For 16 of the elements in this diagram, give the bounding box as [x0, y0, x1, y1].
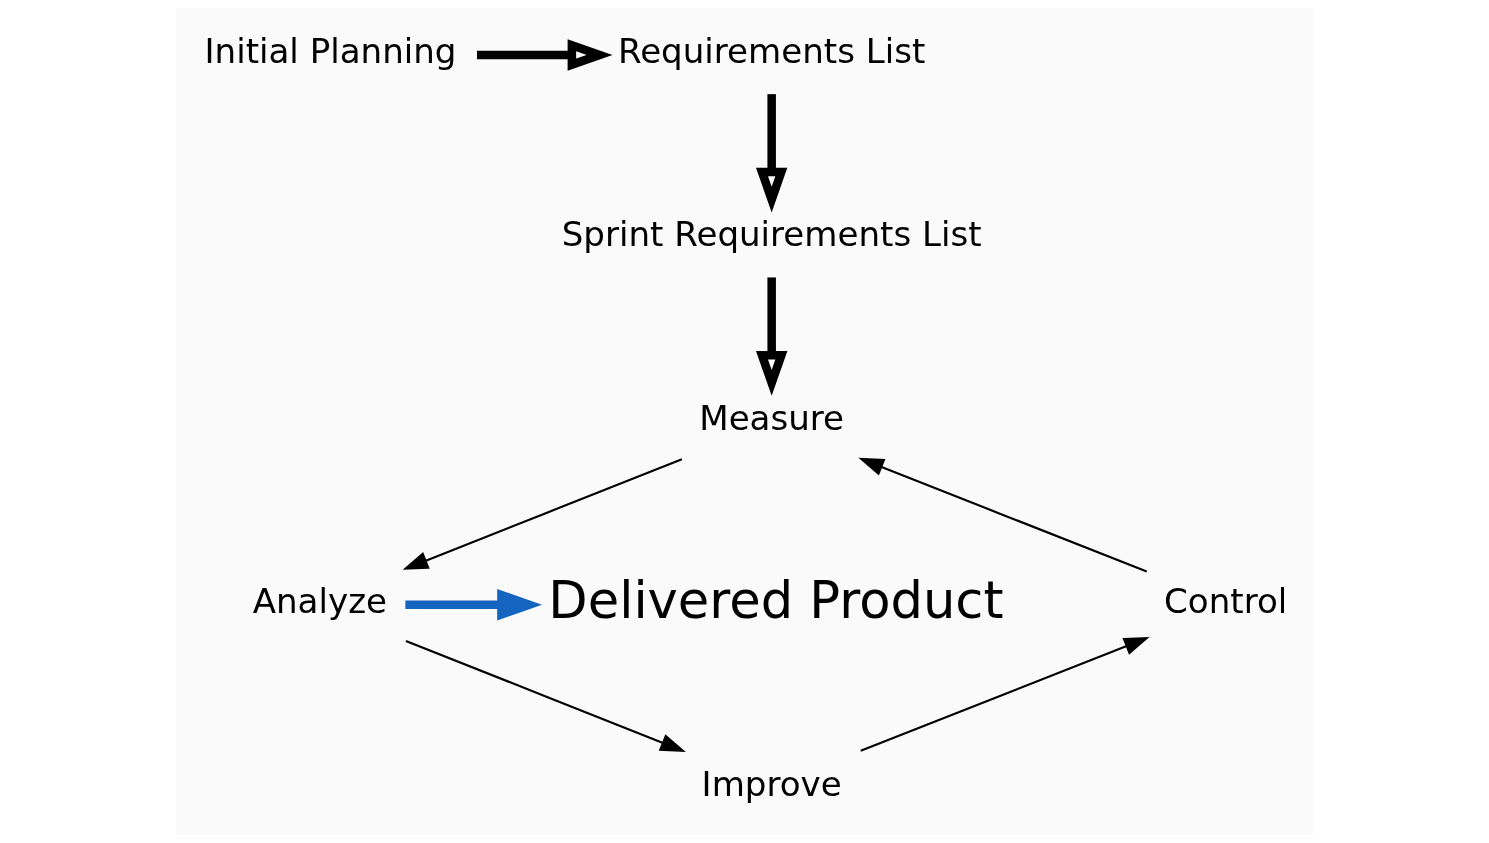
arrow — [858, 457, 1148, 573]
node-text: Analyze — [252, 580, 388, 621]
node-text: Improve — [701, 764, 842, 805]
arrow — [755, 94, 788, 213]
arrow — [860, 636, 1150, 752]
node-text: Delivered Product — [548, 571, 1004, 630]
node-text: Measure — [699, 397, 845, 438]
arrow — [755, 277, 788, 396]
node-text: Initial Planning — [204, 31, 457, 72]
node-text: Sprint Requirements List — [561, 214, 982, 255]
arrow — [477, 39, 613, 71]
arrow — [402, 458, 683, 570]
arrow — [405, 589, 543, 621]
node-text: Control — [1164, 580, 1288, 621]
node-text: Requirements List — [618, 31, 926, 72]
arrow — [405, 640, 686, 752]
